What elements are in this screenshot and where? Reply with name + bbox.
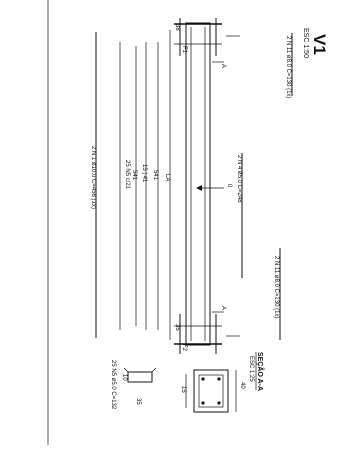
beam-scale: ESC 1:50 [302,28,309,58]
section-height-label: 15 [180,386,186,393]
stirrup-label: 25 N5 ø5.0 C=132 [110,360,116,410]
stirrup-dim-b: 35 [135,398,141,405]
stirrup-dim-a: 10 [121,374,127,381]
bottom-bar-label: 2 N 1 ø10.0 C=458 (1x) [90,146,96,209]
dim-stirrups-label: 25 N5 c/21 [124,160,130,190]
dim-left-38: 38 [174,24,180,31]
section-outline [193,369,229,413]
stirrup-hook-1 [123,367,129,373]
section-title: SEÇÃO A-A [256,352,265,391]
cut-a-top-label: A [220,64,226,68]
section-rebar-1 [201,377,205,381]
section-stirrup [198,374,224,408]
section-rebar-4 [217,401,221,405]
section-width-label: 40 [239,382,245,389]
top-bar-right-label: 2 N 11 ø8.0 C=130 (1x) [273,256,279,318]
dim-541b-label: 541 [131,170,137,181]
section-rebar-3 [201,401,205,405]
dim-la-label: LA [164,174,170,181]
beam-title: V1 [310,34,329,55]
section-rebar-2 [217,377,221,381]
dim-1541-label: 15 | 41 [141,164,147,183]
middle-bar-label: 2 N 4 ø5.0 C=248 [236,155,242,203]
dim-right-35: 35 [174,324,180,331]
center-tick-label: 0 [226,184,232,188]
f2-marker: F2 [181,344,187,352]
dim-541a-label: 541 [152,170,158,181]
title-block: V1 [310,34,329,55]
cut-a-bottom-label: A [220,306,226,310]
f1-marker: F1 [181,46,187,54]
section-scale: ESC 1:25 [248,356,254,382]
stirrup-shape [127,371,153,383]
center-arrow-head [196,185,202,191]
beam-outline [185,22,211,346]
top-bar-left-label: 2 N 11 ø8.0 C=130 (1x) [285,36,291,98]
stirrup-hook-2 [151,367,157,373]
